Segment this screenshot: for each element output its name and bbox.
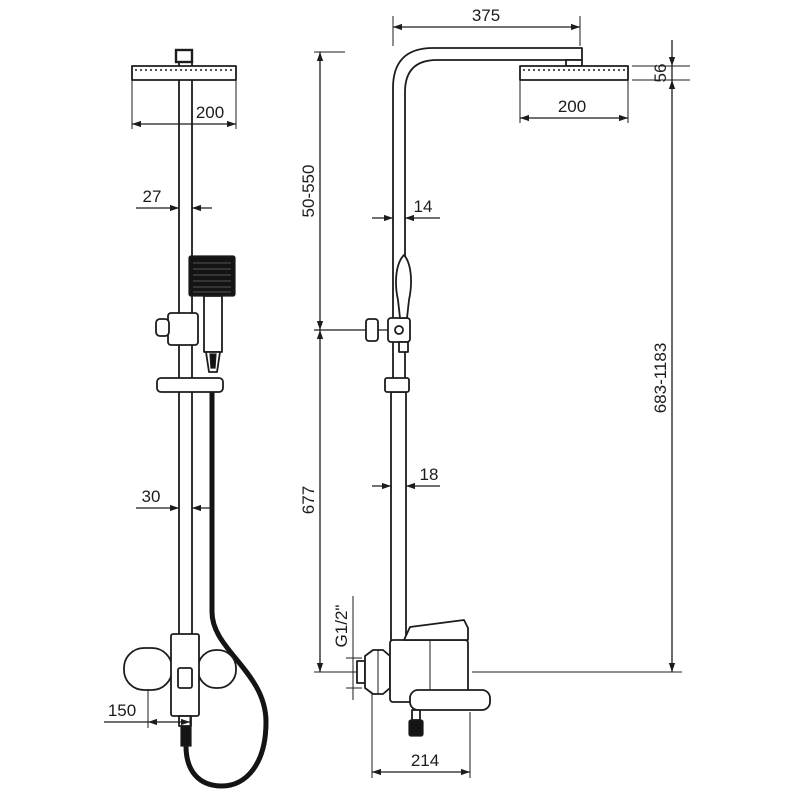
front-view: 200 27 30 [104,48,269,789]
holder-knob [155,318,170,337]
arm-height-label: 50-550 [299,165,318,218]
inlet-centers-label: 150 [108,701,136,720]
hand-shower-handle [203,295,223,353]
diverter-knob [408,719,424,737]
shower-hose [183,389,269,789]
upper-pipe-label: 27 [143,187,162,206]
overhead-shower-head [131,65,237,81]
side-view: 375 200 56 683-1183 50-550 [299,6,690,778]
lower-pipe-label: 30 [142,487,161,506]
mixer-cartridge-cap [177,667,193,689]
slide-holder [156,377,224,393]
diverter-stem [411,709,421,721]
head-side-width-label: 200 [558,97,586,116]
head-height-label: 56 [651,64,670,83]
arm-reach-label: 375 [472,6,500,25]
mixer-spout [409,689,491,711]
holder-pivot [394,325,404,335]
mixer-left-handle [123,647,173,691]
spout-reach-label: 214 [411,751,439,770]
thread-label: G1/2" [332,605,351,648]
slide-holder-side [384,377,410,393]
lower-riser-label: 18 [420,465,439,484]
mixer-right-nut [197,649,237,689]
holder-bracket [167,312,199,346]
shower-arm [392,47,583,381]
hand-shower-face-pattern [193,262,231,293]
mixer-outlet [178,715,192,727]
mixer-lever [403,619,469,641]
top-connector [174,48,194,64]
overall-height-label: 683-1183 [651,343,670,414]
riser-pipe [178,61,193,637]
hose-nut [180,725,192,747]
holder-knob-side [365,318,379,342]
bar-height-label: 677 [299,486,318,514]
upper-riser-label: 14 [414,197,433,216]
lower-riser-pipe [390,391,407,643]
hand-shower-cone-shadow [209,353,217,369]
overhead-shower-head-side [519,65,629,81]
hand-shower-side-tip [398,341,409,353]
hand-shower-side [395,254,412,319]
wall-inlet-stub [356,660,366,684]
head-width-label: 200 [196,103,224,122]
hand-shower-head [188,255,236,297]
